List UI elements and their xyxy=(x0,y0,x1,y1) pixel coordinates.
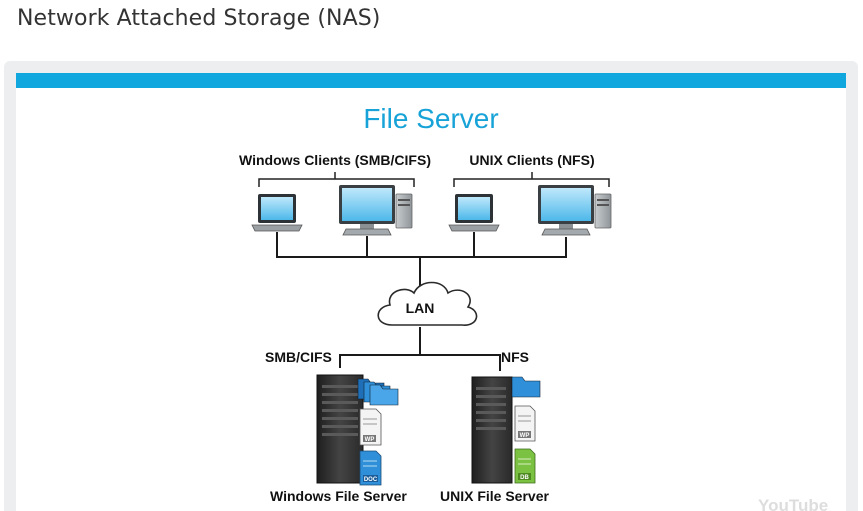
wp-badge-unix: WP xyxy=(520,433,530,439)
db-document-icon: DB xyxy=(514,448,536,484)
youtube-logo[interactable]: YouTube xyxy=(758,496,828,511)
client-network-lines xyxy=(276,232,567,286)
wp-badge-windows: WP xyxy=(365,437,375,443)
server-network-lines xyxy=(339,327,501,371)
unix-desktop-icon xyxy=(538,185,612,236)
wp-document-icon-unix: WP xyxy=(514,405,536,442)
windows-desktop-icon xyxy=(339,185,413,236)
nfs-label: NFS xyxy=(501,349,529,365)
db-badge: DB xyxy=(520,475,529,481)
unix-clients-brace xyxy=(453,172,610,187)
slide-accent-bar xyxy=(16,73,846,88)
windows-file-server-label: Windows File Server xyxy=(270,488,407,504)
unix-clients-label: UNIX Clients (NFS) xyxy=(469,152,594,168)
unix-file-server-label: UNIX File Server xyxy=(440,488,549,504)
folder-icon xyxy=(511,376,541,398)
youtube-watermark: YouTube xyxy=(758,496,828,511)
doc-document-icon: DOC xyxy=(359,450,382,486)
lan-cloud-icon xyxy=(377,281,478,326)
folder-stack-icon xyxy=(357,378,399,406)
lan-label: LAN xyxy=(406,300,435,316)
windows-clients-label: Windows Clients (SMB/CIFS) xyxy=(239,152,431,168)
unix-file-server-icon xyxy=(471,376,513,484)
windows-laptop-icon xyxy=(251,194,303,232)
diagram-title: File Server xyxy=(363,103,498,134)
file-server-diagram: File Server Windows Clients (SMB/CIFS) U… xyxy=(239,103,828,511)
doc-badge: DOC xyxy=(364,477,378,483)
wp-document-icon: WP xyxy=(359,408,382,446)
video-player[interactable]: File Server Windows Clients (SMB/CIFS) U… xyxy=(16,73,846,511)
windows-clients-brace xyxy=(258,172,415,187)
windows-file-server-icon xyxy=(316,374,364,484)
unix-laptop-icon xyxy=(448,194,500,232)
smb-cifs-label: SMB/CIFS xyxy=(265,349,332,365)
page-title: Network Attached Storage (NAS) xyxy=(17,6,381,31)
